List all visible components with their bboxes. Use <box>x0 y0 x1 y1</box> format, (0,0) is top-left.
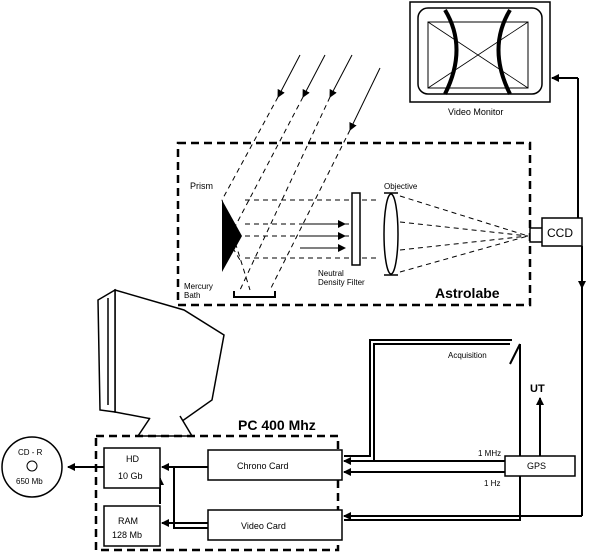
ccd-body <box>541 217 583 247</box>
pc-box <box>94 434 340 552</box>
pc-enclosure: PC 400 Mhz HD 10 Gb RAM 128 Mb Chrono Ca… <box>94 417 343 552</box>
gps-box <box>504 455 576 477</box>
mercury-bath-label-line2: Bath <box>184 291 200 300</box>
prism-label: Prism <box>190 181 213 191</box>
ram-box <box>103 505 161 547</box>
acquisition-line-inner <box>344 343 510 462</box>
video-monitor-star-image-right <box>496 8 512 95</box>
gps-label: GPS <box>527 461 546 471</box>
neutral-filter-label-line2: Density Filter <box>318 278 365 287</box>
acquisition-line <box>344 339 512 457</box>
video-card-box <box>207 509 343 541</box>
chrono-card-label: Chrono Card <box>237 461 289 471</box>
ccd-camera: CCD <box>529 217 583 247</box>
mercury-bath-label-line1: Mercury <box>184 282 213 291</box>
neutral-filter-label-line1: Neutral <box>318 269 344 278</box>
prism-shape <box>222 200 242 272</box>
connections <box>67 74 586 529</box>
gps-1hz-label: 1 Hz <box>484 479 500 488</box>
video-card-label: Video Card <box>241 521 286 531</box>
ut-label: UT <box>530 383 545 395</box>
mercury-bath-shape <box>233 291 276 298</box>
video-monitor-star-image-left <box>443 8 459 95</box>
astrolabe-enclosure: Prism Mercury Bath Neutral Density Filte… <box>176 141 532 307</box>
acquisition-switch <box>509 343 521 365</box>
acquisition-label: Acquisition <box>448 351 487 360</box>
video-monitor-label: Video Monitor <box>448 107 503 117</box>
neutral-density-filter <box>351 192 361 266</box>
hd-label-line1: HD <box>126 454 139 464</box>
astrolabe-box <box>176 141 532 307</box>
gps-1mhz-label: 1 MHz <box>478 449 501 458</box>
hd-label-line2: 10 Gb <box>118 471 143 481</box>
ray-arrow <box>277 54 301 98</box>
video-monitor: Video Monitor <box>409 1 551 117</box>
pc-label: PC 400 Mhz <box>238 417 316 433</box>
chrono-card-box <box>207 449 343 481</box>
ram-label-line1: RAM <box>118 516 138 526</box>
pc-monitor-screen <box>97 288 116 413</box>
pc-monitor-body <box>114 289 225 425</box>
converging-path <box>399 235 529 251</box>
objective-label: Objective <box>384 182 418 191</box>
video-monitor-screen <box>417 7 543 95</box>
cdr-label-line2: 650 Mb <box>16 477 43 486</box>
pc-monitor <box>97 288 225 437</box>
ray-line <box>221 96 279 201</box>
converging-path <box>399 235 529 273</box>
gps-unit: GPS 1 MHz 1 Hz <box>478 449 576 488</box>
astrolabe-label: Astrolabe <box>435 285 500 301</box>
converging-path <box>399 195 529 237</box>
video-monitor-cross-line <box>427 21 529 89</box>
ray-arrow <box>329 54 353 98</box>
ccd-label: CCD <box>547 226 573 240</box>
video-card-link <box>173 467 208 529</box>
ram-label-line2: 128 Mb <box>112 530 142 540</box>
cdr-label-line1: CD - R <box>18 448 43 457</box>
cd-r-disc: CD - R 650 Mb <box>1 436 63 498</box>
ray-line <box>269 129 351 291</box>
cdr-hole <box>26 460 38 472</box>
hd-box <box>103 447 161 489</box>
video-monitor-image-frame <box>427 21 529 89</box>
objective-lens <box>383 193 399 275</box>
ray-arrow <box>349 67 381 131</box>
ray-arrow <box>302 54 326 98</box>
acquisition-return-line <box>344 344 521 521</box>
converging-path <box>399 221 529 237</box>
